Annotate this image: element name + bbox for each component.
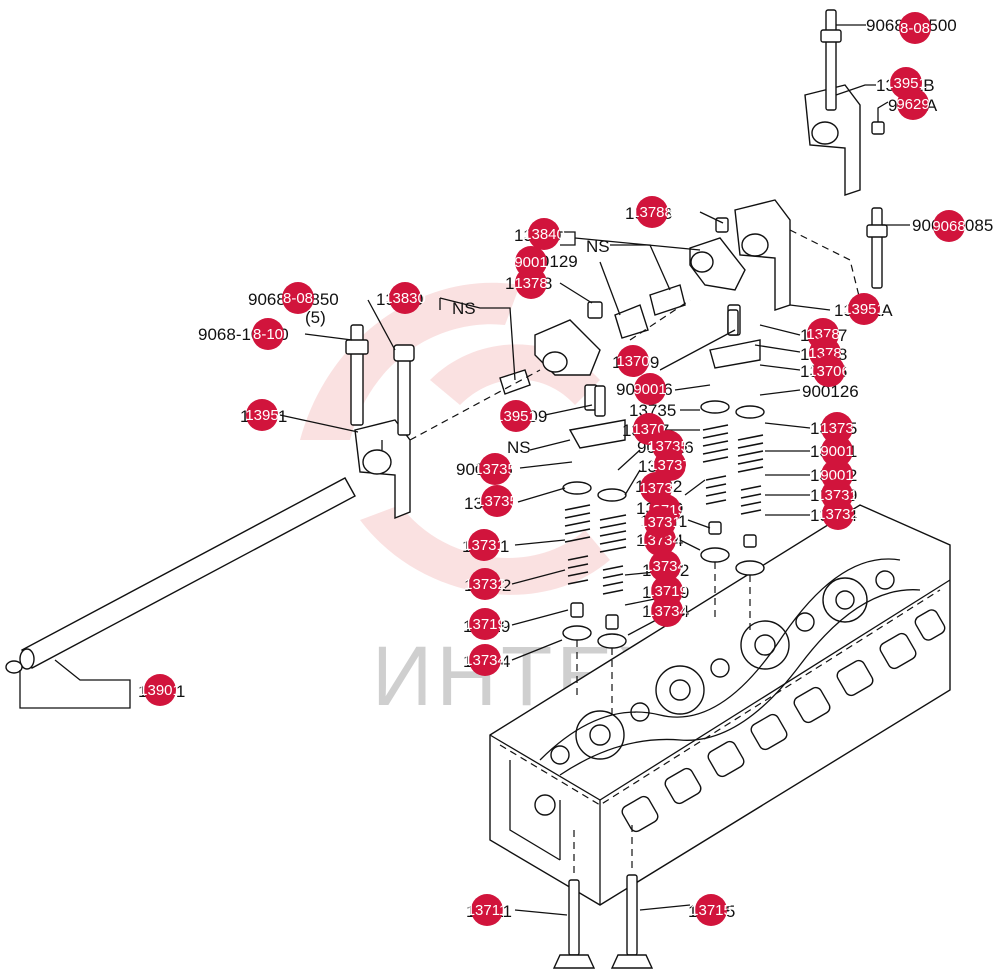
- pin-42[interactable]: 13711: [467, 894, 508, 926]
- pin-10[interactable]: 13830: [384, 282, 426, 314]
- pin-12[interactable]: 1395: [245, 399, 279, 431]
- label-ns-2: NS: [452, 299, 476, 318]
- svg-text:13732: 13732: [817, 506, 859, 523]
- svg-text:13735: 13735: [474, 461, 516, 478]
- svg-text:8-08: 8-08: [900, 20, 930, 37]
- svg-text:13840: 13840: [523, 226, 565, 243]
- label-5: (5): [305, 308, 326, 327]
- svg-text:9001: 9001: [514, 254, 547, 271]
- pin-17[interactable]: 13706: [808, 355, 850, 387]
- rocker-stand-13951b: [804, 9, 885, 196]
- valve-spring-stack-4: [735, 405, 765, 630]
- pin-35[interactable]: 13734: [644, 550, 686, 582]
- valve-13715: [610, 825, 654, 969]
- pin-8[interactable]: 1378: [514, 267, 548, 299]
- pin-40[interactable]: 13734: [464, 644, 506, 676]
- label-ns-1: NS: [586, 237, 610, 256]
- svg-text:1370: 1370: [616, 353, 649, 370]
- svg-text:1395: 1395: [245, 407, 278, 424]
- pin-3[interactable]: 9629: [896, 88, 930, 120]
- svg-text:1373: 1373: [639, 480, 672, 497]
- svg-text:1370: 1370: [632, 421, 665, 438]
- intake-ports: [621, 609, 946, 833]
- pin-4[interactable]: 13788: [631, 196, 673, 228]
- valve-seats: [534, 570, 895, 816]
- pin-43[interactable]: 13715: [690, 894, 732, 926]
- svg-text:9629: 9629: [896, 96, 929, 113]
- svg-text:13715: 13715: [690, 902, 732, 919]
- valve-spring-stack-1: [562, 481, 592, 700]
- stand-bolts-left: [345, 324, 415, 436]
- svg-text:13732: 13732: [464, 576, 506, 593]
- label-900126-b: 900126: [802, 382, 859, 401]
- svg-text:13951: 13951: [885, 75, 927, 92]
- label-ns-3: NS: [507, 438, 531, 457]
- svg-text:13734: 13734: [639, 532, 681, 549]
- svg-text:13731: 13731: [463, 537, 505, 554]
- svg-text:13731: 13731: [639, 514, 681, 531]
- svg-text:9001: 9001: [820, 443, 853, 460]
- pin-24[interactable]: 13737: [649, 449, 691, 481]
- pin-23[interactable]: 9001: [820, 435, 854, 467]
- svg-text:13737: 13737: [649, 457, 691, 474]
- svg-text:13734: 13734: [646, 603, 688, 620]
- valve-spring-stack-3: [700, 400, 730, 620]
- svg-text:8-10: 8-10: [253, 326, 283, 343]
- cylinder-head: [489, 504, 951, 906]
- valve-13711: [552, 830, 596, 969]
- svg-text:13734: 13734: [464, 652, 506, 669]
- pin-25[interactable]: 13735: [474, 453, 516, 485]
- valve-spring-stack-2: [597, 488, 627, 720]
- pin-18[interactable]: 9001: [633, 373, 667, 405]
- svg-text:9001: 9001: [633, 381, 666, 398]
- rocker-stand-13951a: [734, 199, 888, 311]
- rocker-shaft: [5, 477, 356, 674]
- svg-text:13951: 13951: [495, 408, 537, 425]
- pin-41[interactable]: 13901: [139, 674, 181, 706]
- callout-pins[interactable]: 8-08 13951 9629 13788 13840 9001 9068 13…: [139, 12, 966, 926]
- pin-9[interactable]: 8-08: [282, 282, 314, 314]
- svg-text:13830: 13830: [384, 290, 426, 307]
- pin-21[interactable]: 1373: [820, 412, 854, 444]
- pin-16[interactable]: 1370: [616, 345, 650, 377]
- pin-11[interactable]: 8-10: [252, 318, 284, 350]
- svg-text:9068: 9068: [932, 218, 965, 235]
- pin-38[interactable]: 13719: [464, 608, 506, 640]
- svg-text:13735: 13735: [647, 438, 689, 455]
- pin-34[interactable]: 13731: [463, 529, 505, 561]
- svg-text:13734: 13734: [644, 558, 686, 575]
- svg-text:13951: 13951: [843, 301, 885, 318]
- svg-text:13731: 13731: [816, 487, 858, 504]
- rocker-arm-right: [614, 217, 746, 339]
- svg-text:13711: 13711: [467, 902, 508, 919]
- svg-text:13719: 13719: [464, 616, 506, 633]
- svg-text:13901: 13901: [139, 682, 181, 699]
- svg-text:13788: 13788: [631, 204, 673, 221]
- svg-text:13706: 13706: [808, 363, 850, 380]
- pin-5[interactable]: 13840: [523, 218, 565, 250]
- pin-1[interactable]: 8-08: [899, 12, 931, 44]
- pin-7[interactable]: 9068: [932, 210, 966, 242]
- pin-29[interactable]: 13735: [476, 485, 518, 517]
- pin-39[interactable]: 13734: [646, 595, 688, 627]
- leader-lines: [19, 24, 910, 916]
- svg-text:13735: 13735: [476, 493, 518, 510]
- svg-text:9001: 9001: [820, 467, 853, 484]
- svg-text:8-08: 8-08: [283, 290, 313, 307]
- valve-bridges: [568, 309, 761, 449]
- svg-text:13719: 13719: [646, 583, 688, 600]
- pin-13[interactable]: 13951: [843, 293, 885, 325]
- pin-33[interactable]: 13731: [639, 506, 681, 538]
- svg-text:1373: 1373: [820, 420, 853, 437]
- pin-36[interactable]: 13732: [464, 568, 506, 600]
- pin-19[interactable]: 13951: [495, 400, 537, 432]
- pin-28[interactable]: 13732: [817, 498, 859, 530]
- svg-text:1378: 1378: [514, 275, 547, 292]
